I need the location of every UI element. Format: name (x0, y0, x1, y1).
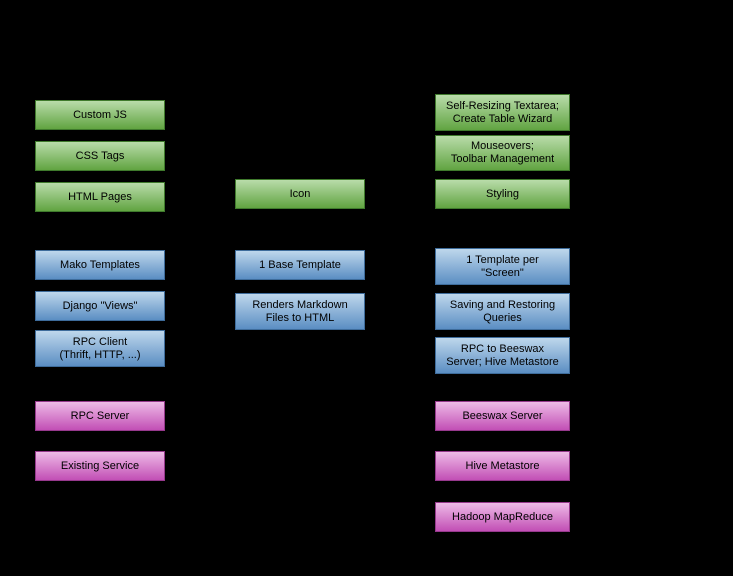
node-existing-service: Existing Service (35, 451, 165, 481)
node-html-pages: HTML Pages (35, 182, 165, 212)
node-django-views: Django "Views" (35, 291, 165, 321)
node-hadoop-mapreduce: Hadoop MapReduce (435, 502, 570, 532)
node-rpc-server: RPC Server (35, 401, 165, 431)
node-template-per-screen: 1 Template per "Screen" (435, 248, 570, 285)
node-self-resizing: Self-Resizing Textarea; Create Table Wiz… (435, 94, 570, 131)
node-mouseovers: Mouseovers; Toolbar Management (435, 135, 570, 171)
node-saving-queries: Saving and Restoring Queries (435, 293, 570, 330)
node-rpc-beeswax: RPC to Beeswax Server; Hive Metastore (435, 337, 570, 374)
node-rpc-client: RPC Client (Thrift, HTTP, ...) (35, 330, 165, 367)
node-hive-metastore: Hive Metastore (435, 451, 570, 481)
node-icon: Icon (235, 179, 365, 209)
node-renders-markdown: Renders Markdown Files to HTML (235, 293, 365, 330)
node-mako-templates: Mako Templates (35, 250, 165, 280)
node-base-template: 1 Base Template (235, 250, 365, 280)
node-custom-js: Custom JS (35, 100, 165, 130)
node-beeswax-server: Beeswax Server (435, 401, 570, 431)
node-css-tags: CSS Tags (35, 141, 165, 171)
node-styling: Styling (435, 179, 570, 209)
